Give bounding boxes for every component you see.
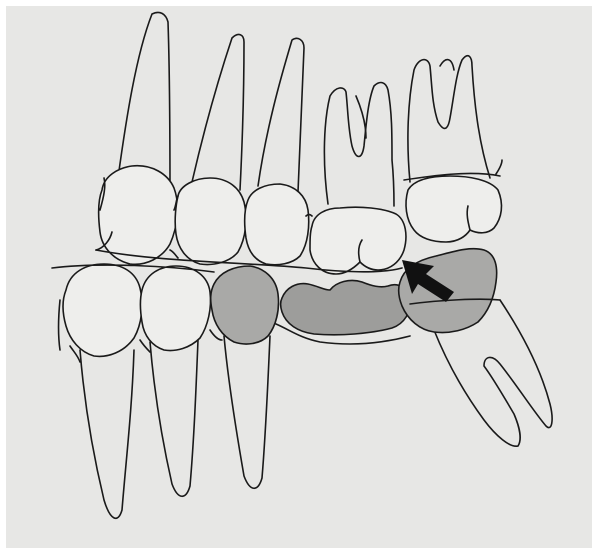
lower-premolar-2-crown-shaded bbox=[211, 266, 279, 344]
upper-canine-crown bbox=[99, 166, 178, 265]
upper-premolar-2-root bbox=[258, 38, 304, 192]
lower-molar-1-crown-shaded bbox=[281, 280, 411, 334]
lower-premolar-2-root bbox=[224, 336, 270, 488]
upper-arch bbox=[96, 12, 502, 274]
upper-molar-2-roots bbox=[408, 56, 490, 182]
lower-canine-root bbox=[80, 350, 134, 518]
lower-canine-crown bbox=[63, 264, 142, 356]
upper-molar-1-crown bbox=[310, 207, 406, 274]
upper-molar-2-root-inner bbox=[440, 60, 454, 70]
lower-premolar-1-crown bbox=[141, 266, 211, 351]
lower-premolar-1-root bbox=[150, 340, 198, 496]
upper-molar-2-crown bbox=[406, 176, 501, 242]
upper-molar-1-roots bbox=[324, 83, 394, 206]
upper-molar-1-root-inner bbox=[356, 96, 366, 138]
upper-premolar-1-root bbox=[192, 35, 244, 190]
upper-premolar-1-crown bbox=[175, 178, 246, 265]
upper-premolar-2-crown bbox=[245, 184, 309, 265]
lower-arch bbox=[52, 249, 552, 519]
